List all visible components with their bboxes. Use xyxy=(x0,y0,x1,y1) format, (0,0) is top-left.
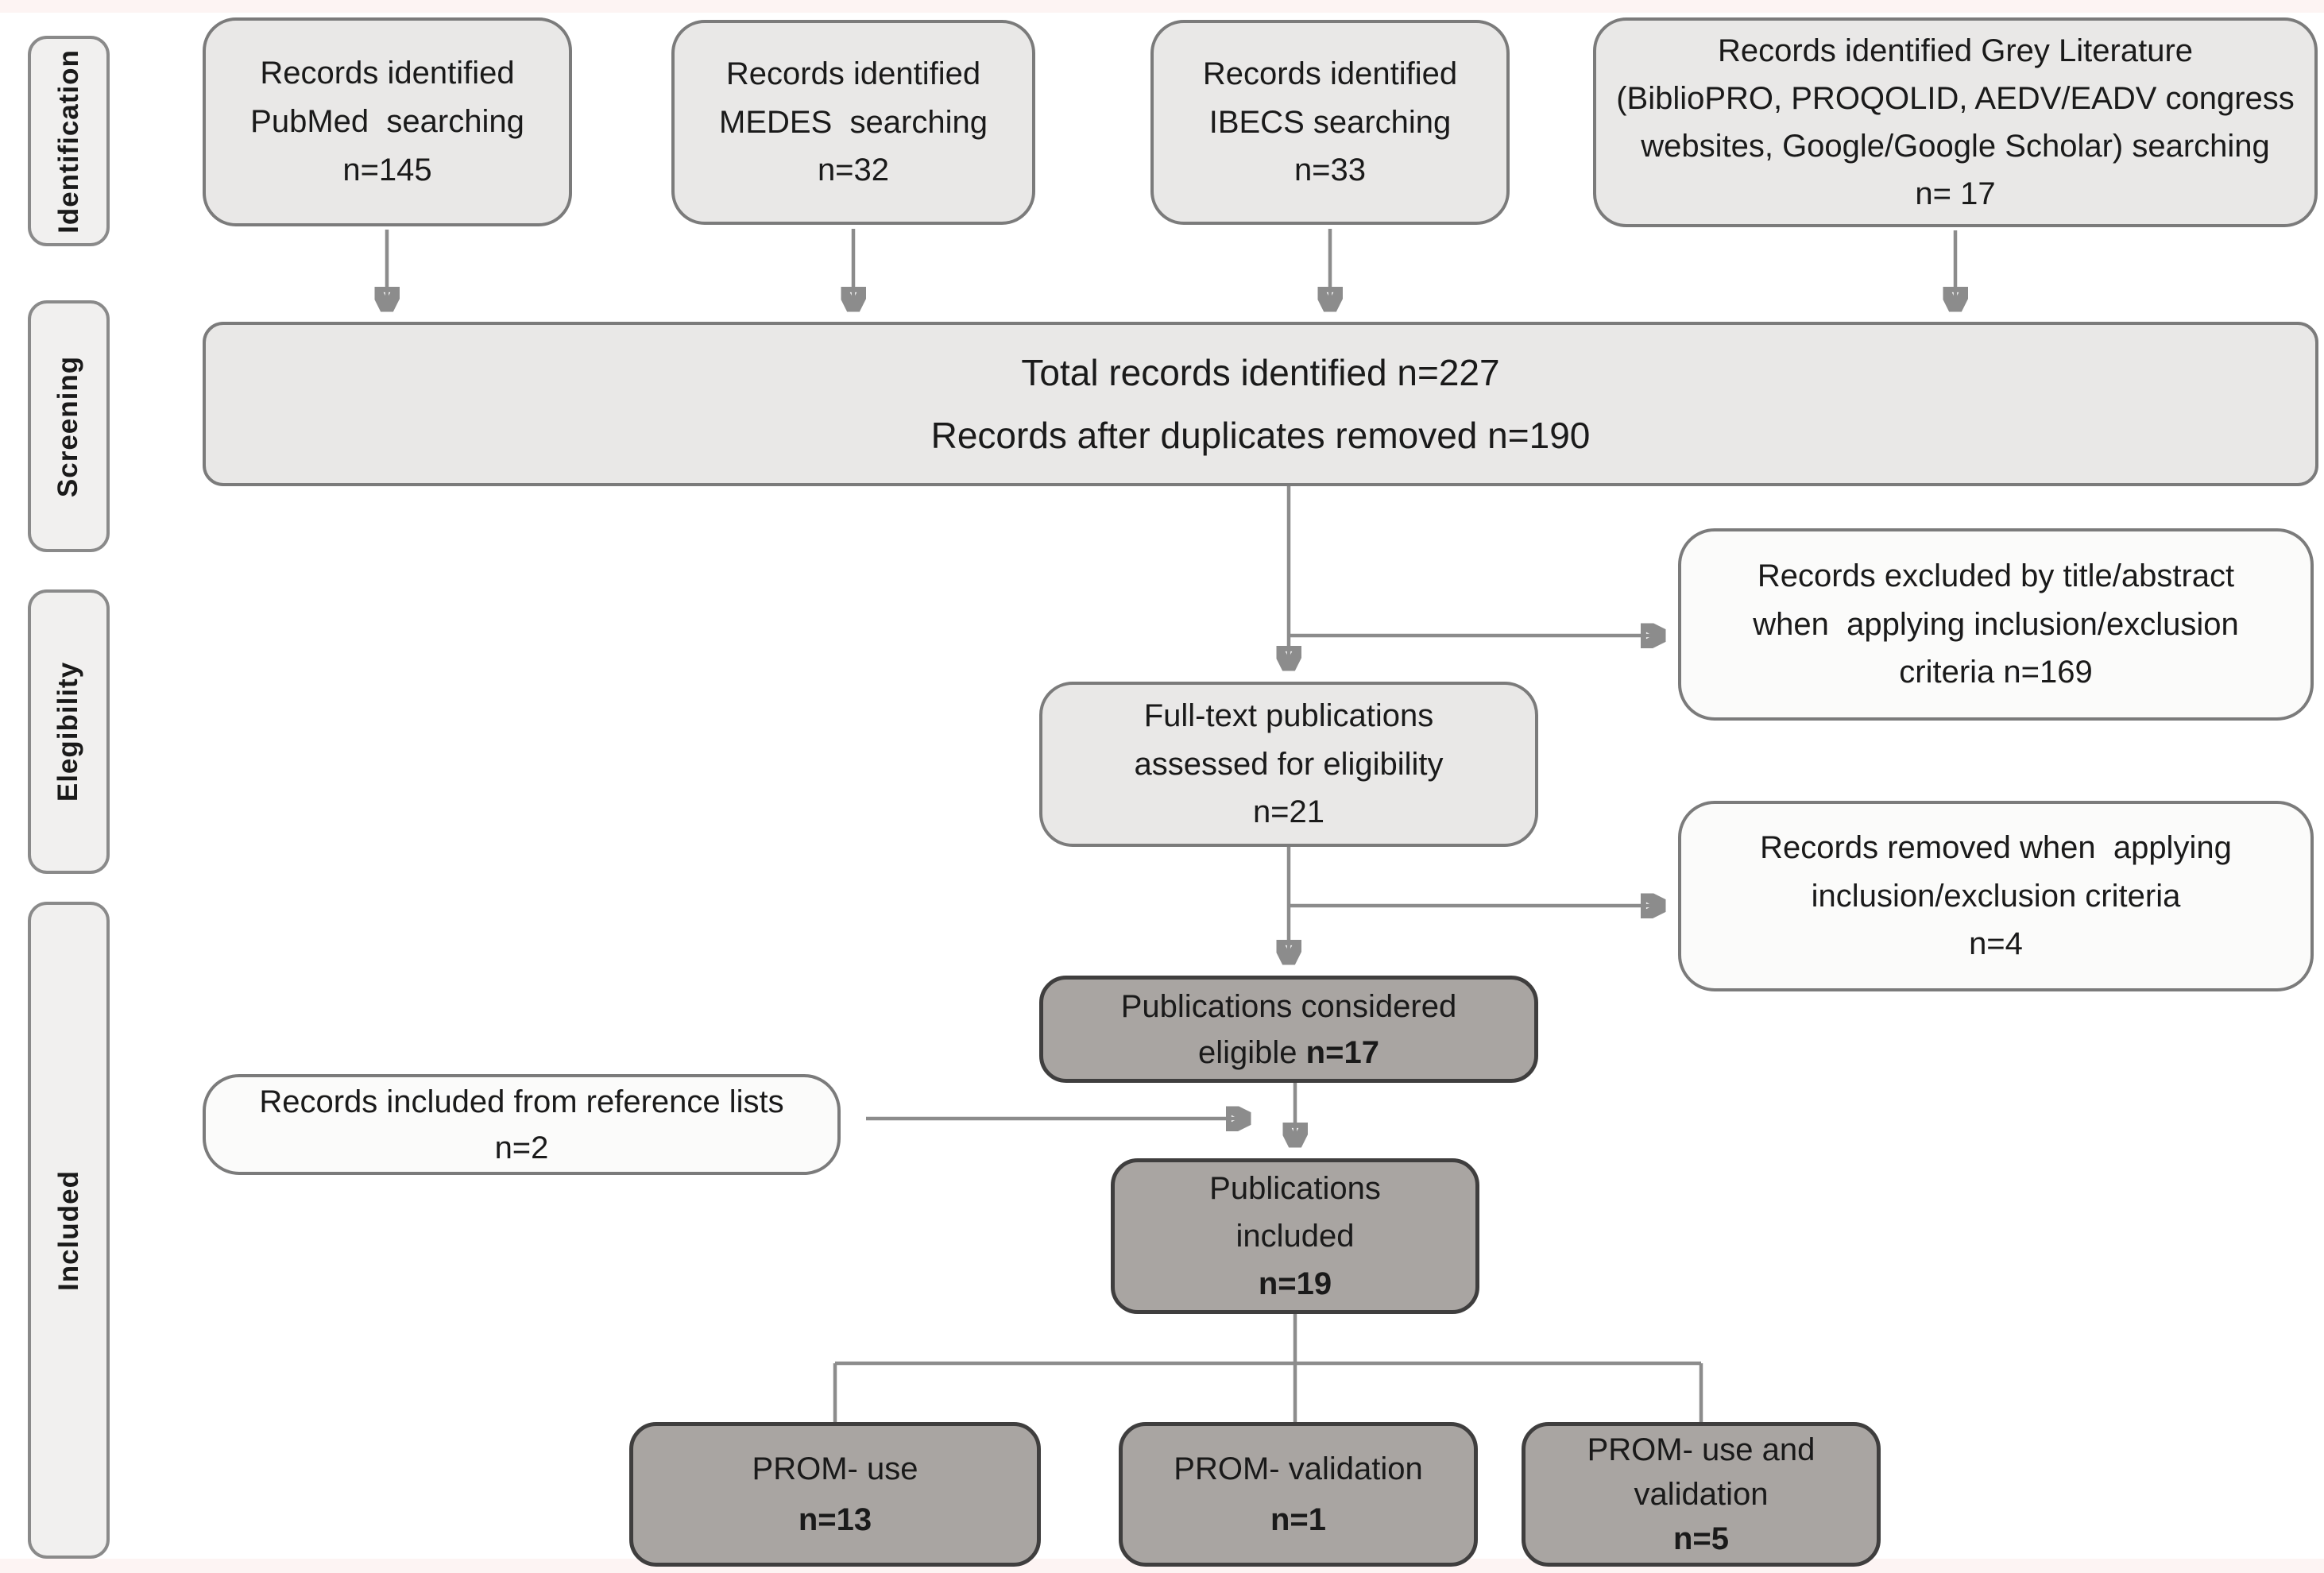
box-grey-line: (BiblioPRO, PROQOLID, AEDV/EADV congress xyxy=(1616,81,2295,116)
eligible-count-value: n=17 xyxy=(1305,1034,1379,1070)
box-records-pubmed: Records identified PubMed searching n=14… xyxy=(203,17,572,226)
screening-total-line: Total records identified n=227 xyxy=(1021,352,1500,394)
box-records-ibecs-count: n=33 xyxy=(1293,153,1367,188)
box-prom-validation: PROM- validation n=1 xyxy=(1119,1422,1478,1567)
prom-use-validation-count: n=5 xyxy=(1672,1521,1730,1556)
eligible-count-line: eligible n=17 xyxy=(1198,1030,1379,1076)
included-line: Publications xyxy=(1209,1171,1381,1206)
box-removed-criteria: Records removed when applying inclusion/… xyxy=(1678,801,2314,991)
box-records-pubmed-count: n=145 xyxy=(342,152,432,187)
fulltext-count: n=21 xyxy=(1252,794,1325,830)
box-grey-count: n= 17 xyxy=(1915,176,1996,211)
included-line: included xyxy=(1235,1219,1355,1254)
stage-identification-label: Identification xyxy=(52,48,84,234)
box-records-medes: Records identified MEDES searching n=32 xyxy=(671,20,1035,225)
stage-elegibility: Elegibility xyxy=(28,589,110,874)
stage-screening: Screening xyxy=(28,300,110,552)
box-fulltext-assessed: Full-text publications assessed for elig… xyxy=(1039,682,1538,847)
box-records-ibecs-line: Records identified xyxy=(1202,56,1458,91)
box-reference-lists: Records included from reference lists n=… xyxy=(203,1074,841,1175)
box-prom-use-validation: PROM- use and validation n=5 xyxy=(1522,1422,1881,1567)
box-records-pubmed-line: Records identified xyxy=(260,56,515,91)
box-excluded-title-abstract: Records excluded by title/abstract when … xyxy=(1678,528,2314,721)
box-grey-line: websites, Google/Google Scholar) searchi… xyxy=(1641,129,2270,164)
fulltext-line: Full-text publications xyxy=(1143,698,1434,733)
prom-use-label: PROM- use xyxy=(752,1451,918,1486)
box-records-medes-count: n=32 xyxy=(817,153,890,188)
excluded-count: criteria n=169 xyxy=(1899,655,2093,690)
prom-validation-count: n=1 xyxy=(1270,1502,1327,1537)
box-records-pubmed-line: PubMed searching xyxy=(250,104,524,140)
top-edge-band xyxy=(0,0,2324,13)
removed-line: inclusion/exclusion criteria xyxy=(1811,878,2181,914)
stage-screening-label: Screening xyxy=(52,355,84,497)
prom-use-validation-label: PROM- use and xyxy=(1587,1432,1816,1467)
box-prom-use: PROM- use n=13 xyxy=(629,1422,1041,1567)
eligible-count-prefix: eligible xyxy=(1198,1034,1306,1070)
box-records-grey-literature: Records identified Grey Literature (Bibl… xyxy=(1593,17,2318,227)
box-records-ibecs: Records identified IBECS searching n=33 xyxy=(1150,20,1510,225)
box-records-ibecs-line: IBECS searching xyxy=(1208,104,1452,140)
fulltext-line: assessed for eligibility xyxy=(1134,746,1444,782)
excluded-line: when applying inclusion/exclusion xyxy=(1753,606,2239,642)
eligible-line: Publications considered xyxy=(1120,988,1457,1024)
box-included: Publications included n=19 xyxy=(1111,1158,1479,1314)
stage-identification: Identification xyxy=(28,36,110,246)
prom-use-validation-label: validation xyxy=(1634,1477,1769,1512)
box-screening-totals: Total records identified n=227 Records a… xyxy=(203,322,2318,486)
screening-duplicates-line: Records after duplicates removed n=190 xyxy=(930,414,1591,456)
box-grey-line: Records identified Grey Literature xyxy=(1717,33,2194,68)
reference-count: n=2 xyxy=(494,1130,549,1165)
stage-elegibility-label: Elegibility xyxy=(52,661,84,802)
removed-count: n=4 xyxy=(1969,926,2023,962)
box-eligible: Publications considered eligible n=17 xyxy=(1039,976,1538,1083)
prom-use-count: n=13 xyxy=(798,1502,872,1537)
box-records-medes-line: Records identified xyxy=(725,56,981,91)
stage-included: Included xyxy=(28,902,110,1559)
excluded-line: Records excluded by title/abstract xyxy=(1757,558,2235,593)
removed-line: Records removed when applying xyxy=(1760,829,2232,865)
box-records-medes-line: MEDES searching xyxy=(719,104,988,140)
reference-line: Records included from reference lists xyxy=(259,1084,784,1119)
included-count: n=19 xyxy=(1258,1266,1332,1301)
stage-included-label: Included xyxy=(52,1169,84,1291)
prom-validation-label: PROM- validation xyxy=(1174,1451,1423,1486)
